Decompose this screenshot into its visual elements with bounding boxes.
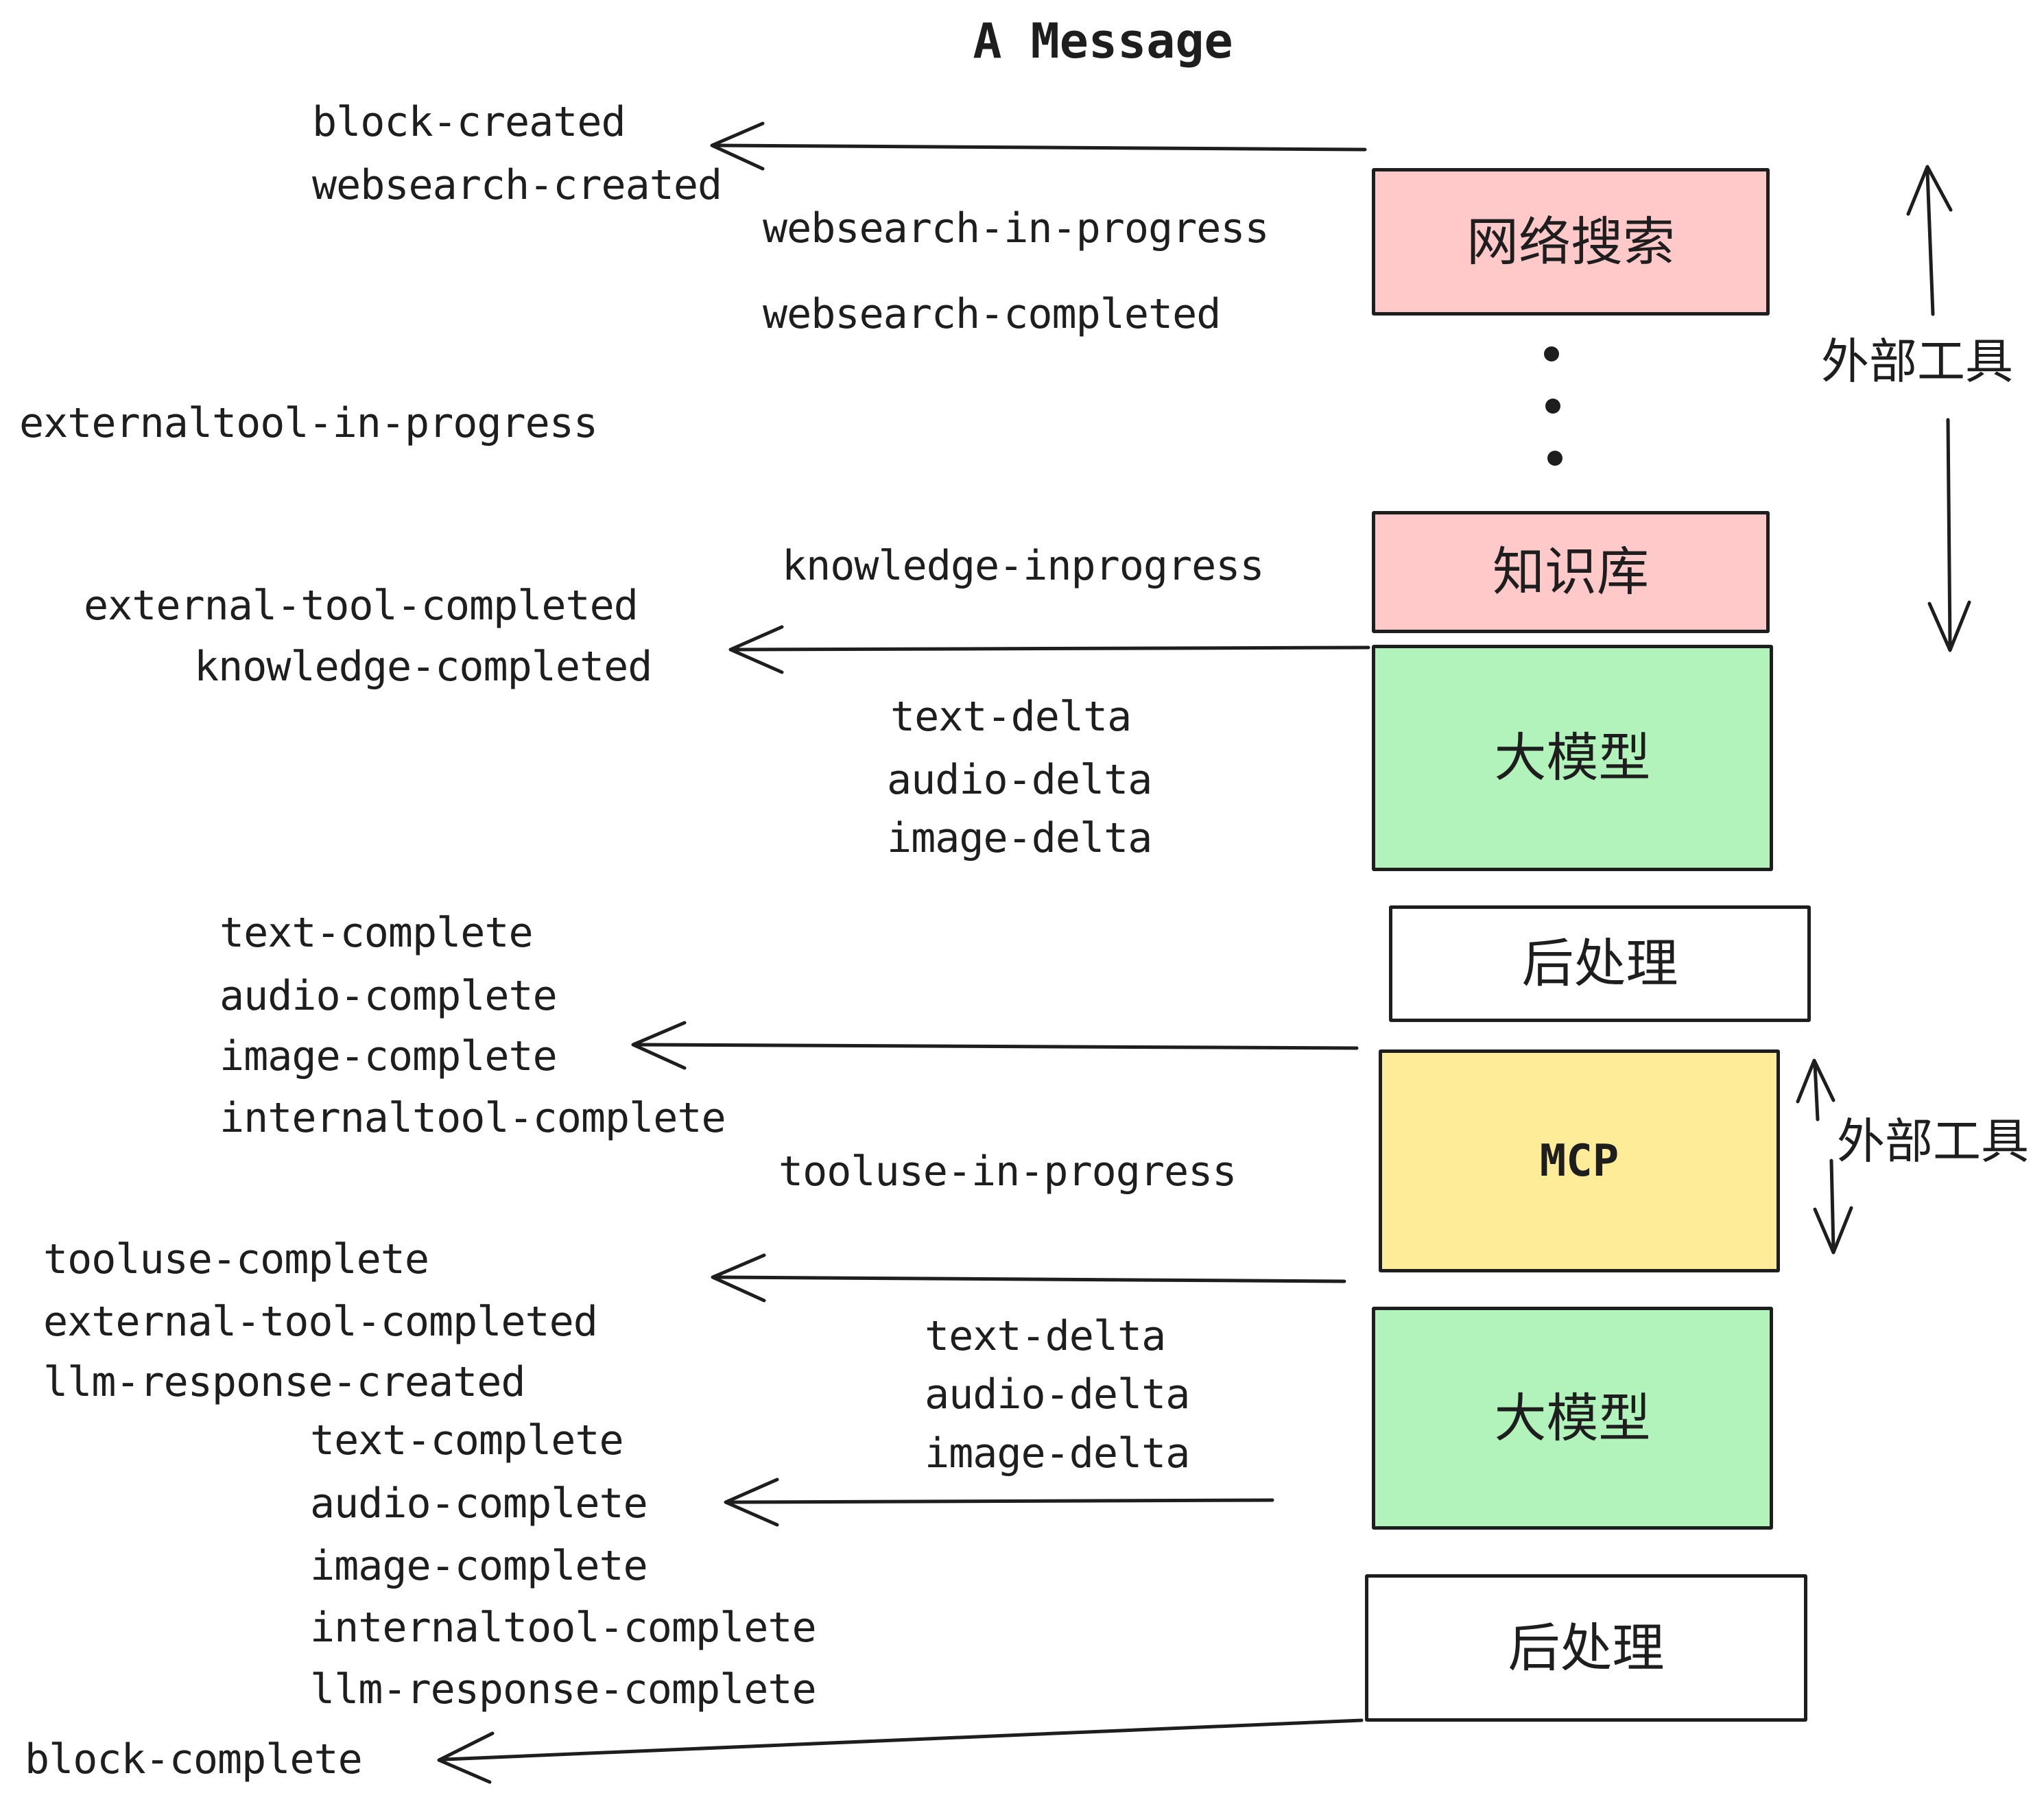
event-label-knowledge-completed: knowledge-completed xyxy=(194,643,652,691)
vertical-ellipsis-icon xyxy=(1544,346,1562,466)
event-label-websearch-created: websearch-created xyxy=(312,161,722,209)
node-mcp: MCP xyxy=(1379,1049,1780,1272)
mcp-span-down-arrow-icon xyxy=(1813,1159,1853,1255)
node-llm-bottom-label: 大模型 xyxy=(1494,1387,1651,1449)
arrow-to-knowledge-completed-icon xyxy=(728,625,1370,674)
arrow-to-audio-complete-icon xyxy=(724,1477,1274,1527)
arrow-to-block-complete-icon xyxy=(437,1718,1364,1784)
node-postprocess-top-label: 后处理 xyxy=(1521,933,1678,994)
event-label-audio-complete: audio-complete xyxy=(219,972,558,1020)
event-label-image-complete: image-complete xyxy=(219,1032,558,1080)
event-label-llm-response-complete: llm-response-complete xyxy=(310,1665,817,1713)
mcp-span-up-arrow-icon xyxy=(1796,1058,1835,1121)
event-label-block-created: block-created xyxy=(312,98,626,146)
event-label-audio-complete-2: audio-complete xyxy=(310,1480,648,1528)
event-label-internaltool-complete: internaltool-complete xyxy=(219,1094,726,1142)
node-postprocess-bottom: 后处理 xyxy=(1365,1574,1807,1722)
node-websearch: 网络搜索 xyxy=(1372,168,1770,316)
event-label-image-delta-2: image-delta xyxy=(925,1429,1190,1477)
external-tools-span-down-arrow-icon xyxy=(1927,418,1971,652)
event-label-text-complete-2: text-complete xyxy=(310,1416,624,1464)
diagram-title: A Message xyxy=(973,13,1233,69)
event-label-websearch-in-progress: websearch-in-progress xyxy=(763,204,1270,252)
event-label-audio-delta: audio-delta xyxy=(887,756,1152,804)
event-label-block-complete: block-complete xyxy=(25,1735,363,1783)
event-label-websearch-completed: websearch-completed xyxy=(763,290,1221,338)
event-label-llm-response-created: llm-response-created xyxy=(43,1358,525,1406)
event-label-knowledge-inprogress: knowledge-inprogress xyxy=(782,542,1264,590)
annotation-external-tools-top: 外部工具 xyxy=(1821,333,2013,390)
event-label-text-delta-2: text-delta xyxy=(925,1312,1166,1360)
event-label-tooluse-in-progress: tooluse-in-progress xyxy=(779,1148,1237,1196)
arrow-to-image-complete-icon xyxy=(631,1021,1359,1070)
node-websearch-label: 网络搜索 xyxy=(1466,211,1675,272)
node-postprocess-bottom-label: 后处理 xyxy=(1508,1617,1665,1678)
annotation-external-tools-mcp: 外部工具 xyxy=(1837,1113,2029,1170)
node-llm-top-label: 大模型 xyxy=(1494,727,1651,788)
event-label-externaltool-in-progress: externaltool-in-progress xyxy=(19,399,598,447)
event-label-tooluse-complete: tooluse-complete xyxy=(43,1235,429,1283)
external-tools-span-up-arrow-icon xyxy=(1906,165,1953,316)
node-knowledge-base-label: 知识库 xyxy=(1493,541,1649,602)
event-label-external-tool-completed-2: external-tool-completed xyxy=(43,1298,598,1346)
event-label-text-delta: text-delta xyxy=(890,693,1132,741)
event-label-internaltool-complete-2: internaltool-complete xyxy=(310,1604,817,1652)
event-label-audio-delta-2: audio-delta xyxy=(925,1370,1190,1419)
event-label-external-tool-completed: external-tool-completed xyxy=(84,582,639,630)
node-postprocess-top: 后处理 xyxy=(1389,905,1811,1022)
arrow-to-external-tool-completed-icon xyxy=(711,1253,1346,1303)
node-mcp-label: MCP xyxy=(1539,1135,1619,1187)
event-label-text-complete: text-complete xyxy=(219,909,534,957)
event-label-image-complete-2: image-complete xyxy=(310,1542,648,1590)
node-llm-bottom: 大模型 xyxy=(1372,1307,1773,1530)
event-label-image-delta: image-delta xyxy=(887,814,1152,862)
arrow-to-block-created-icon xyxy=(710,121,1367,171)
node-knowledge-base: 知识库 xyxy=(1372,511,1770,633)
node-llm-top: 大模型 xyxy=(1372,645,1773,871)
